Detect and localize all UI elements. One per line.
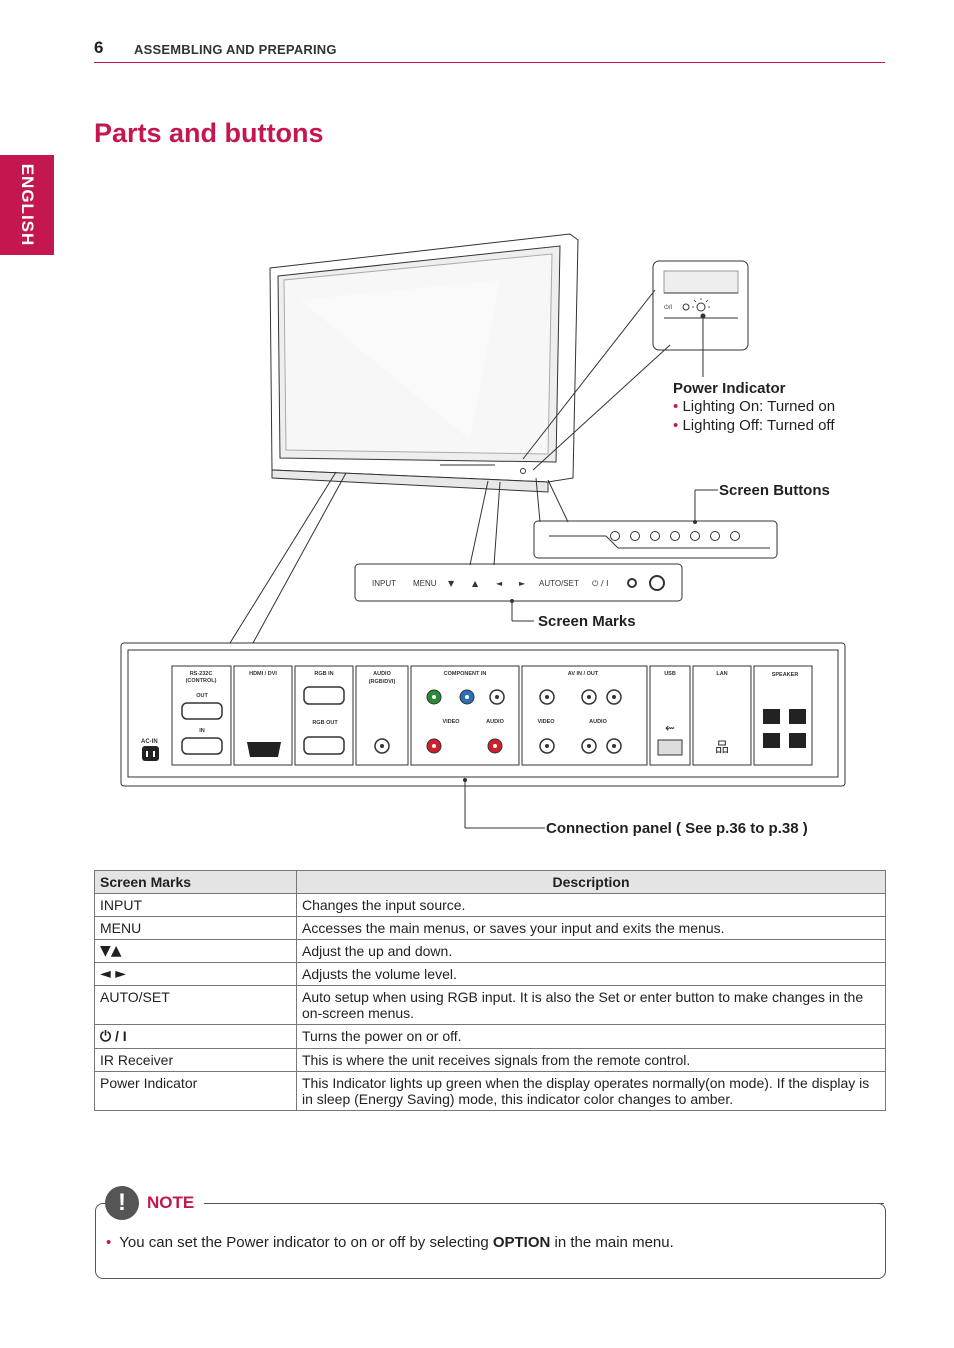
table-row: IR Receiver This is where the unit recei… [94, 1048, 886, 1072]
note-rule [216, 1203, 884, 1204]
table-cell-desc: Turns the power on or off. [296, 1024, 886, 1049]
port-speaker-label: SPEAKER [772, 672, 799, 678]
port-rs232c-label: RS-232C [190, 671, 213, 677]
table-header: Screen Marks [94, 870, 297, 894]
port-rs232c-sub: (CONTROL) [186, 678, 217, 684]
connection-panel: AC-IN RS-232C (CONTROL) OUT IN HDMI / DV… [120, 471, 846, 829]
table-row: ▼▲ Adjust the up and down. [94, 939, 886, 963]
table-cell-desc: Accesses the main menus, or saves your i… [296, 916, 886, 940]
power-indicator-item: • Lighting On: Turned on [673, 398, 836, 415]
strip-input: INPUT [372, 579, 396, 588]
table-row: AUTO/SET Auto setup when using RGB input… [94, 985, 886, 1025]
screen-marks-label: Screen Marks [538, 613, 636, 630]
note-text: •You can set the Power indicator to on o… [106, 1234, 674, 1251]
table-cell-desc: Adjusts the volume level. [296, 962, 886, 986]
note-header: ! NOTE [105, 1186, 205, 1220]
power-indicator-zoom: ⏻/I [652, 260, 749, 377]
port-component-video: VIDEO [442, 719, 460, 725]
screen-marks-zoom: INPUT MENU ▼ ▲ ◄ ► AUTO/SET ⏻ / I [354, 563, 683, 622]
port-acin-label: AC-IN [141, 739, 158, 745]
port-av-label: AV IN / OUT [568, 671, 599, 677]
port-rs232c-out: OUT [196, 693, 208, 699]
port-component-label: COMPONENT IN [444, 671, 487, 677]
table-cell-mark: ◄ ► [94, 962, 297, 986]
strip-menu: MENU [413, 579, 437, 588]
table-cell-mark: MENU [94, 916, 297, 940]
screen-buttons-label: Screen Buttons [719, 482, 830, 499]
table-cell-mark: Power Indicator [94, 1071, 297, 1111]
table-cell-desc: Changes the input source. [296, 893, 886, 917]
port-rs232c-in: IN [199, 728, 205, 734]
table-cell-mark: IR Receiver [94, 1048, 297, 1072]
svg-text:▼: ▼ [448, 579, 455, 588]
bullet-icon: • [106, 1234, 112, 1251]
table-cell-desc: Adjust the up and down. [296, 939, 886, 963]
port-av-audio: AUDIO [589, 719, 607, 725]
table-header: Description [296, 870, 886, 894]
svg-text:▲: ▲ [472, 579, 479, 588]
svg-text:⇜: ⇜ [665, 721, 675, 735]
page-title: Parts and buttons [94, 118, 324, 148]
table-cell-mark: ⏻ / I [94, 1024, 297, 1049]
table-row: MENU Accesses the main menus, or saves y… [94, 916, 886, 940]
table-cell-mark: AUTO/SET [94, 985, 297, 1025]
power-indicator-item: • Lighting Off: Turned off [673, 417, 835, 434]
port-hdmi-label: HDMI / DVI [249, 671, 277, 677]
port-usb-label: USB [664, 671, 676, 677]
table-row: ⏻ / I Turns the power on or off. [94, 1024, 886, 1049]
svg-text:⏻/I: ⏻/I [664, 304, 672, 311]
table-cell-mark: ▼▲ [94, 939, 297, 963]
screen-buttons-zoom [533, 489, 778, 559]
table-cell-mark: INPUT [94, 893, 297, 917]
port-rgbout-label: RGB OUT [312, 720, 338, 726]
svg-text:⏻ / I: ⏻ / I [592, 579, 608, 588]
table-row: ◄ ► Adjusts the volume level. [94, 962, 886, 986]
table-row: Power Indicator This Indicator lights up… [94, 1071, 886, 1111]
port-component-audio: AUDIO [486, 719, 504, 725]
power-indicator-heading: Power Indicator [673, 380, 786, 397]
port-lan-label: LAN [716, 671, 727, 677]
table-cell-desc: This Indicator lights up green when the … [296, 1071, 886, 1111]
table-cell-desc: This is where the unit receives signals … [296, 1048, 886, 1072]
connection-panel-label: Connection panel ( See p.36 to p.38 ) [546, 820, 808, 837]
svg-text:◄: ◄ [496, 579, 503, 588]
port-rgbin-label: RGB IN [314, 671, 333, 677]
svg-text:品: 品 [715, 740, 729, 756]
header-rule [94, 62, 885, 63]
section-title: ASSEMBLING AND PREPARING [134, 42, 337, 57]
port-av-video: VIDEO [537, 719, 555, 725]
table-cell-desc: Auto setup when using RGB input. It is a… [296, 985, 886, 1025]
exclamation-icon: ! [105, 1186, 139, 1220]
port-audio-sub: (RGB/DVI) [369, 679, 396, 685]
port-audio-label: AUDIO [373, 671, 391, 677]
table-row: INPUT Changes the input source. [94, 893, 886, 917]
monitor-diagram: ⏻/I INPUT MENU [120, 233, 846, 829]
note-box [95, 1203, 886, 1279]
note-label: NOTE [147, 1193, 195, 1212]
monitor-illustration [269, 233, 579, 493]
svg-text:►: ► [519, 579, 526, 588]
page-number: 6 [94, 38, 104, 57]
language-tab: ENGLISH [0, 155, 54, 255]
power-icon: ⏻ [100, 1029, 112, 1045]
screen-marks-table: Screen Marks Description INPUT Changes t… [94, 870, 886, 1111]
bezel-marks [440, 464, 495, 466]
strip-autoset: AUTO/SET [539, 579, 579, 588]
